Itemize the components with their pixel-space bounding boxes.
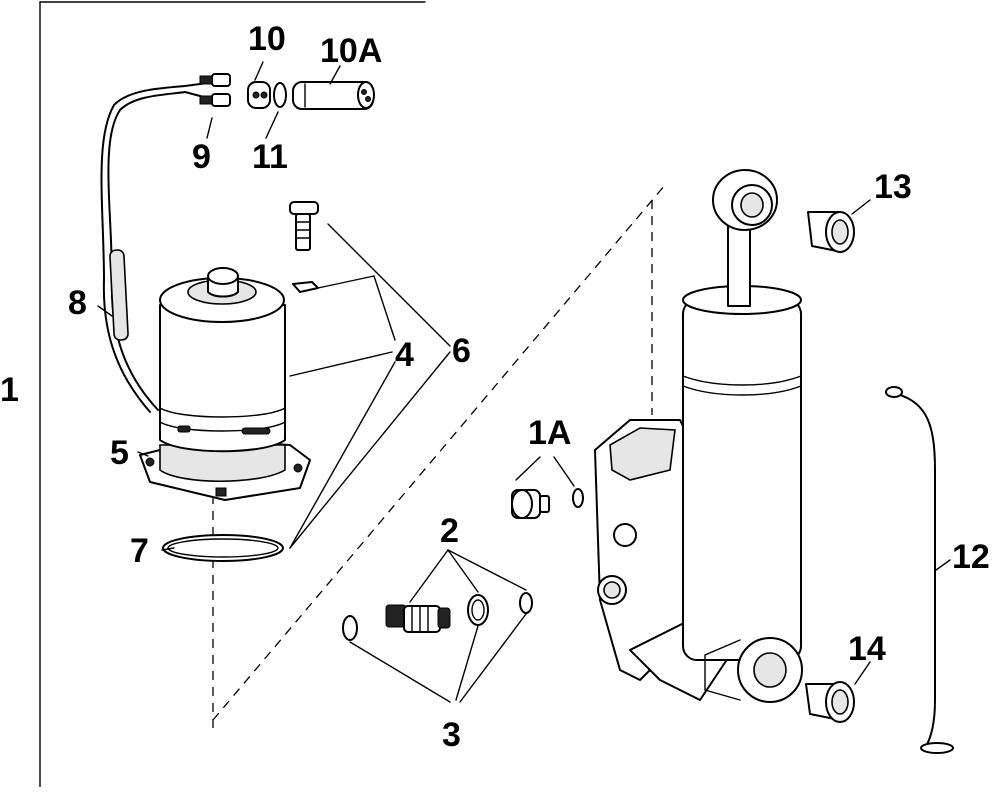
wire-harness bbox=[100, 73, 231, 413]
callout-6: 6 bbox=[452, 332, 471, 370]
callout-12: 12 bbox=[952, 538, 990, 576]
callout-10a: 10A bbox=[320, 32, 383, 70]
callout-2: 2 bbox=[440, 512, 459, 550]
motor-o-ring bbox=[162, 534, 284, 562]
callout-13: 13 bbox=[874, 168, 912, 206]
drain-plug bbox=[511, 488, 584, 519]
callout-3: 3 bbox=[442, 716, 461, 754]
motor-screw-and-clip bbox=[289, 201, 319, 293]
callout-7: 7 bbox=[130, 532, 149, 570]
ground-wire bbox=[885, 386, 954, 754]
callout-11: 11 bbox=[252, 138, 288, 176]
leader-lines bbox=[97, 61, 951, 703]
assembly-bracket bbox=[39, 1, 426, 788]
callout-1: 1 bbox=[0, 371, 19, 409]
callout-14: 14 bbox=[848, 630, 886, 668]
seal-parts bbox=[247, 81, 375, 110]
callout-4: 4 bbox=[395, 336, 414, 374]
callout-9: 9 bbox=[192, 138, 211, 176]
callout-5: 5 bbox=[110, 434, 129, 472]
valve-and-seals bbox=[342, 592, 533, 641]
callout-8: 8 bbox=[68, 284, 87, 322]
pump-motor bbox=[139, 267, 311, 501]
bushings bbox=[805, 211, 855, 723]
callout-10: 10 bbox=[248, 20, 286, 58]
callout-1a: 1A bbox=[528, 414, 572, 452]
tilt-cylinder-housing bbox=[594, 169, 803, 703]
